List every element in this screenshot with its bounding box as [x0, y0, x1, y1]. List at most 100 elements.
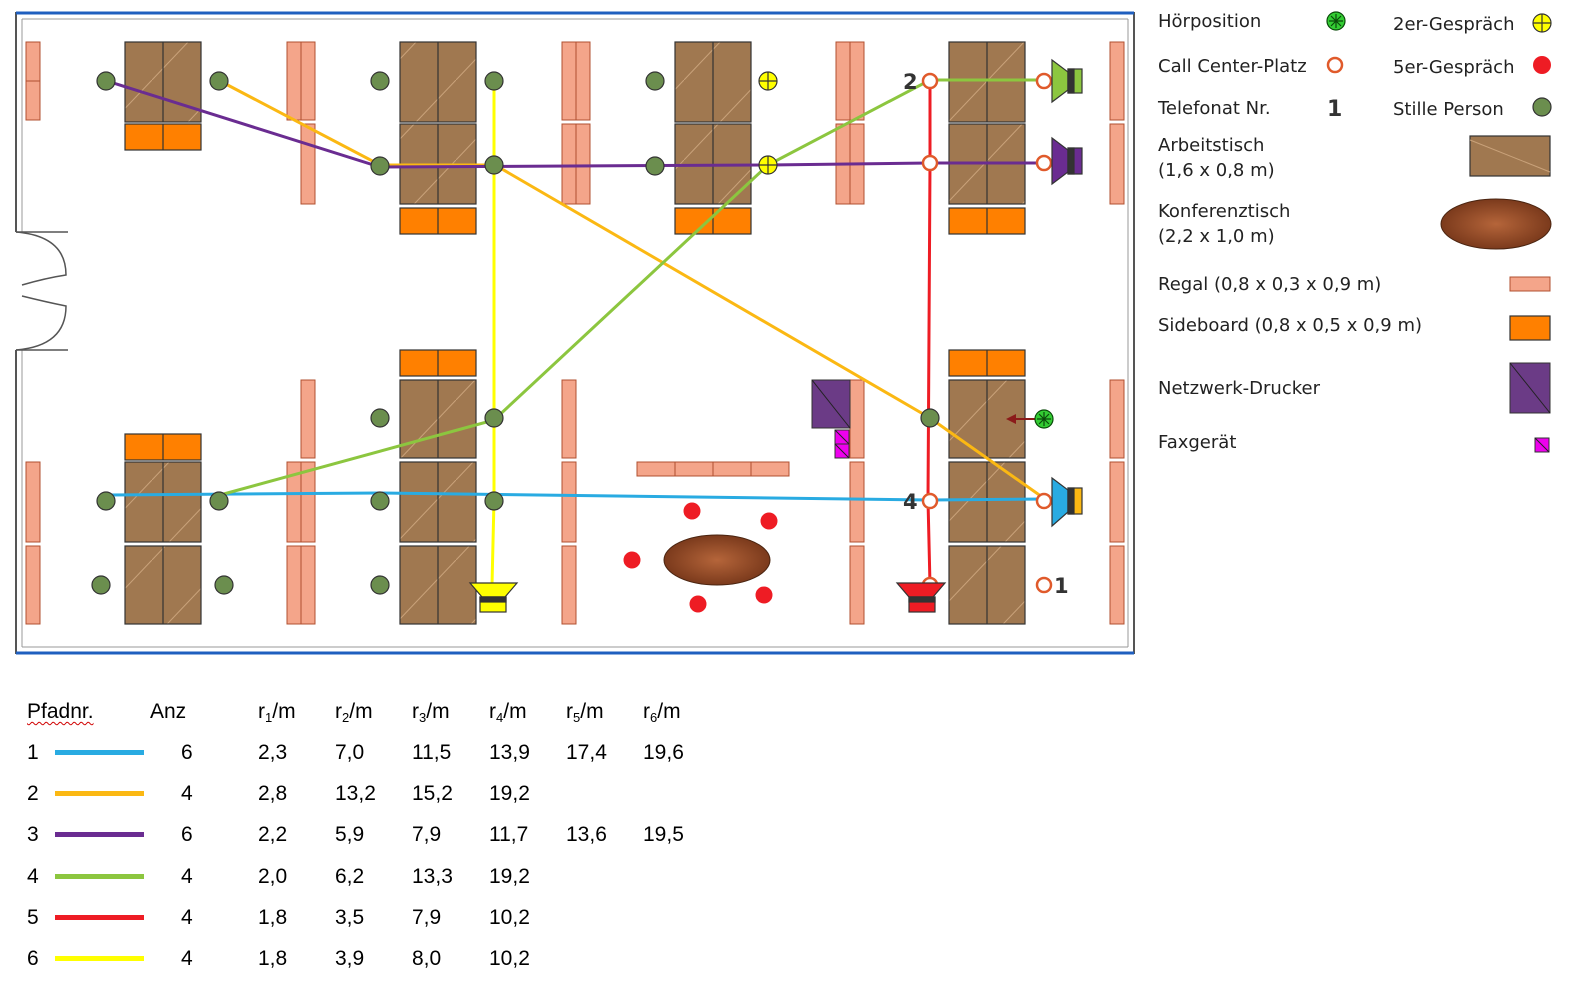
network-printer — [811, 379, 851, 429]
two-person-conversation-icon — [1532, 13, 1552, 33]
path-color-swatch — [55, 791, 144, 796]
loudspeaker-blue — [1051, 476, 1083, 528]
row-anz: 4 — [181, 947, 193, 970]
legend-callcenter-label: Call Center-Platz — [1158, 56, 1307, 77]
header-r6: r6/m — [643, 700, 681, 725]
row-r5: 13,6 — [566, 823, 607, 846]
row-r4: 19,2 — [489, 782, 530, 805]
row-r5: 17,4 — [566, 741, 607, 764]
row-nr: 6 — [27, 947, 39, 970]
row-r1: 1,8 — [258, 906, 288, 929]
sideboards — [124, 123, 1026, 461]
header-r1: r1/m — [258, 700, 296, 725]
path-color-swatch — [55, 874, 144, 879]
row-r4: 11,7 — [489, 823, 529, 846]
row-r3: 8,0 — [412, 947, 442, 970]
legend: Hörposition 2er-Gespräch Call Center-Pla… — [1157, 11, 1552, 453]
sideboard-icon — [1509, 315, 1551, 341]
row-anz: 6 — [181, 741, 193, 764]
row-r3: 15,2 — [412, 782, 453, 805]
row-r6: 19,6 — [643, 741, 684, 764]
telefonat-sample-number: 1 — [1327, 97, 1342, 122]
header-r4: r4/m — [489, 700, 527, 725]
legend-telefonat-label: Telefonat Nr. — [1157, 98, 1271, 119]
legend-drucker-label: Netzwerk-Drucker — [1158, 378, 1321, 399]
legend-regal-label: Regal (0,8 x 0,3 x 0,9 m) — [1158, 274, 1381, 295]
row-r3: 13,3 — [412, 865, 453, 888]
conference-table-icon — [1440, 198, 1552, 250]
hoerposition-icon — [1326, 11, 1346, 31]
five-person-markers — [622, 501, 779, 614]
legend-arbeitstisch-label: Arbeitstisch — [1158, 135, 1264, 156]
row-nr: 3 — [27, 823, 39, 846]
legend-fuenfer-label: 5er-Gespräch — [1393, 57, 1515, 78]
header-r3: r3/m — [412, 700, 450, 725]
call-label-2: 2 — [903, 70, 918, 94]
shelves — [25, 41, 1125, 625]
door — [12, 231, 68, 351]
row-anz: 4 — [181, 865, 193, 888]
path-6-line — [490, 80, 496, 586]
row-r4: 10,2 — [489, 947, 530, 970]
row-r1: 2,8 — [258, 782, 288, 805]
five-person-conversation-icon — [1533, 56, 1551, 74]
fax-icon — [1534, 437, 1550, 453]
silent-persons — [91, 71, 940, 595]
printer-icon — [1509, 362, 1551, 414]
row-anz: 4 — [181, 906, 193, 929]
row-r2: 6,2 — [335, 865, 365, 888]
office-floor-plan: 2 4 1 Hörposition — [12, 11, 1552, 655]
loudspeaker-green — [1051, 58, 1083, 104]
legend-zweier-label: 2er-Gespräch — [1393, 14, 1515, 35]
row-r4: 13,9 — [489, 741, 530, 764]
legend-sideboard-label: Sideboard (0,8 x 0,5 x 0,9 m) — [1158, 315, 1422, 336]
row-r2: 3,9 — [335, 947, 365, 970]
call-label-4: 4 — [903, 490, 918, 514]
row-r3: 11,5 — [412, 741, 452, 764]
header-r5: r5/m — [566, 700, 604, 725]
legend-konferenz-size: (2,2 x 1,0 m) — [1158, 226, 1275, 247]
row-anz: 4 — [181, 782, 193, 805]
desks — [124, 41, 1026, 625]
path-1-line — [106, 491, 1046, 502]
row-r2: 3,5 — [335, 906, 365, 929]
row-nr: 2 — [27, 782, 39, 805]
conference-table — [663, 534, 771, 586]
loudspeaker-purple — [1051, 136, 1083, 186]
row-nr: 5 — [27, 906, 39, 929]
row-r2: 13,2 — [335, 782, 376, 805]
fax-machine — [834, 429, 850, 459]
row-r1: 1,8 — [258, 947, 288, 970]
loudspeaker-red — [895, 582, 947, 613]
legend-konferenz-label: Konferenztisch — [1158, 201, 1290, 222]
path-color-swatch — [55, 956, 144, 961]
loudspeaker-yellow — [468, 582, 519, 613]
row-r6: 19,5 — [643, 823, 684, 846]
desk-icon — [1469, 135, 1551, 177]
two-person-markers — [758, 71, 778, 175]
header-anz: Anz — [150, 700, 187, 723]
header-r2: r2/m — [335, 700, 373, 725]
path-color-swatch — [55, 915, 144, 920]
row-r2: 7,0 — [335, 741, 365, 764]
path-color-swatch — [55, 832, 144, 837]
call-label-1: 1 — [1054, 574, 1069, 598]
header-pfadnr: Pfadnr. — [27, 700, 94, 723]
row-r1: 2,0 — [258, 865, 288, 888]
legend-arbeitstisch-size: (1,6 x 0,8 m) — [1158, 160, 1275, 181]
call-number-labels: 2 4 1 — [903, 70, 1069, 598]
row-r3: 7,9 — [412, 906, 442, 929]
row-nr: 1 — [27, 741, 39, 764]
row-anz: 6 — [181, 823, 193, 846]
silent-person-icon — [1532, 97, 1552, 117]
row-r4: 10,2 — [489, 906, 530, 929]
row-nr: 4 — [27, 865, 39, 888]
shelf-icon — [1509, 276, 1551, 292]
row-r2: 5,9 — [335, 823, 365, 846]
path-table: Pfadnr. Anz r1/m r2/m r3/m r4/m r5/m r6/… — [0, 690, 760, 980]
listening-position — [1006, 409, 1054, 429]
legend-hoerposition-label: Hörposition — [1158, 11, 1261, 32]
path-color-swatch — [55, 750, 144, 755]
call-center-icon — [1326, 56, 1344, 74]
path-5-line — [926, 80, 932, 586]
